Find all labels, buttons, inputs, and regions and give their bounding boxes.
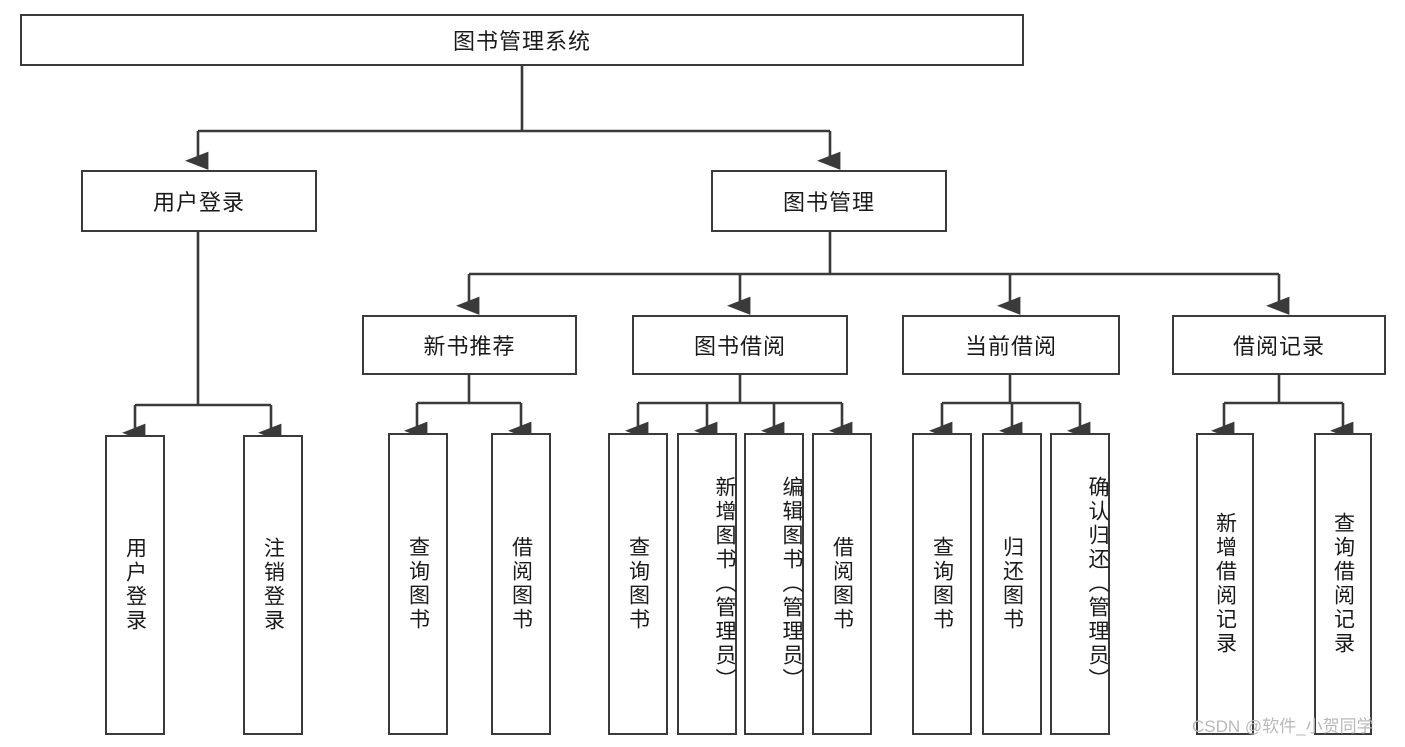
csdn-watermark: CSDN @软件_小贺同学 — [1192, 717, 1374, 736]
node-root-system[interactable]: 图书管理系统 — [20, 14, 1024, 66]
node-label: 新增图书（管理员） — [713, 476, 736, 692]
node-book-management[interactable]: 图书管理 — [711, 170, 947, 232]
node-borrow-record[interactable]: 借阅记录 — [1172, 315, 1386, 375]
leaf-borrow-record-query[interactable]: 查询借阅记录 — [1314, 433, 1372, 735]
node-label: 新增借阅记录 — [1213, 512, 1237, 656]
leaf-book-borrow-borrow[interactable]: 借阅图书 — [812, 433, 872, 735]
leaf-current-borrow-return[interactable]: 归还图书 — [982, 433, 1042, 735]
node-label: 图书管理系统 — [452, 29, 591, 54]
node-new-book-recommend[interactable]: 新书推荐 — [362, 315, 577, 375]
leaf-book-borrow-add[interactable]: 新增图书（管理员） — [677, 433, 737, 735]
node-label: 借阅记录 — [1232, 334, 1325, 359]
node-label: 查询图书 — [626, 536, 650, 632]
node-label: 新书推荐 — [423, 334, 516, 359]
node-book-borrow[interactable]: 图书借阅 — [632, 315, 848, 375]
leaf-book-borrow-query[interactable]: 查询图书 — [608, 433, 668, 735]
node-label: 用户登录 — [123, 537, 147, 633]
leaf-user-login-logout[interactable]: 注销登录 — [243, 435, 303, 735]
leaf-new-book-borrow[interactable]: 借阅图书 — [491, 433, 551, 735]
node-label: 图书管理 — [782, 190, 875, 215]
node-label: 编辑图书（管理员） — [780, 476, 803, 692]
node-label: 图书借阅 — [693, 334, 786, 359]
leaf-current-borrow-query[interactable]: 查询图书 — [912, 433, 972, 735]
node-label: 用户登录 — [152, 190, 245, 215]
node-label: 查询图书 — [930, 536, 954, 632]
leaf-book-borrow-edit[interactable]: 编辑图书（管理员） — [744, 433, 804, 735]
leaf-new-book-query[interactable]: 查询图书 — [388, 433, 448, 735]
node-label: 查询图书 — [406, 536, 430, 632]
node-label: 注销登录 — [261, 537, 285, 633]
node-current-borrow[interactable]: 当前借阅 — [902, 315, 1120, 375]
node-label: 查询借阅记录 — [1331, 512, 1355, 656]
leaf-user-login-login[interactable]: 用户登录 — [105, 435, 165, 735]
node-label: 当前借阅 — [964, 334, 1057, 359]
node-label: 归还图书 — [1000, 536, 1024, 632]
node-label: 借阅图书 — [509, 536, 533, 632]
node-user-login[interactable]: 用户登录 — [81, 170, 317, 232]
node-label: 确认归还（管理员） — [1086, 476, 1109, 692]
node-label: 借阅图书 — [830, 536, 854, 632]
leaf-current-borrow-confirm-return[interactable]: 确认归还（管理员） — [1050, 433, 1110, 735]
leaf-borrow-record-add[interactable]: 新增借阅记录 — [1196, 433, 1254, 735]
